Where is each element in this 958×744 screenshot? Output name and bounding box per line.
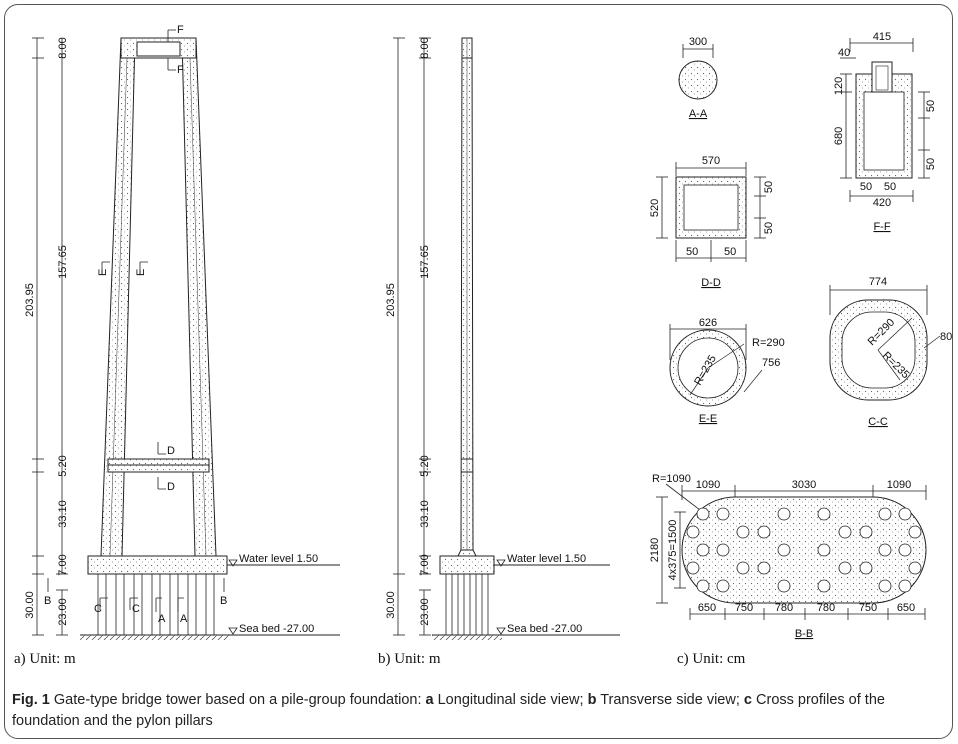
height-8: 8.00	[57, 37, 69, 58]
sec-c2: C	[132, 603, 140, 615]
aa-dia: 300	[689, 36, 707, 48]
bb-sp-1: 750	[735, 602, 753, 614]
ee-title: E-E	[699, 413, 717, 425]
sec-a1: A	[158, 613, 166, 625]
dd-b1: 50	[686, 246, 698, 258]
view-b: 203.95 8.00 157.65 5.20 33.10 7.00 30.00…	[378, 37, 620, 667]
water-level-icon	[228, 559, 238, 567]
sea-bed-a: Sea bed -27.00	[239, 623, 314, 635]
b-height-157: 157.65	[419, 245, 431, 279]
dd-h: 520	[649, 199, 661, 217]
sec-d1: D	[167, 445, 175, 457]
bb-w1: 1090	[696, 479, 720, 491]
height-157: 157.65	[57, 245, 69, 279]
ff-w-bot: 420	[873, 197, 891, 209]
sec-b2: B	[220, 595, 227, 607]
cc-title: C-C	[868, 416, 888, 428]
view-a-label: a) Unit: m	[14, 651, 76, 667]
sec-d2: D	[167, 481, 175, 493]
sec-f2: F	[177, 64, 184, 76]
view-b-label: b) Unit: m	[378, 651, 441, 667]
caption-fig: Fig. 1	[12, 692, 50, 708]
sec-f1: F	[177, 24, 184, 36]
water-level-b-icon	[496, 559, 506, 567]
cc-w: 774	[869, 276, 887, 288]
height-23: 23.00	[57, 598, 69, 626]
sec-a2: A	[180, 613, 188, 625]
sec-e1: E	[97, 269, 109, 276]
bb-sp-5: 650	[897, 602, 915, 614]
section-ff: 415 40 120 680 50 50 50 50 420 F-F	[833, 31, 937, 233]
sea-bed-b-icon	[496, 627, 506, 635]
ff-h-top: 120	[833, 77, 845, 95]
sec-c1: C	[94, 603, 102, 615]
height-30: 30.00	[24, 591, 36, 619]
section-ee: 626 R=290 R=235 756 E-E	[669, 317, 785, 425]
dd-t2: 50	[763, 222, 775, 234]
caption-c: c	[743, 692, 752, 708]
figure-caption: Fig. 1 Gate-type bridge tower based on a…	[12, 690, 942, 732]
bb-w3: 1090	[887, 479, 911, 491]
sea-bed-icon	[228, 627, 238, 635]
bb-sp-2: 780	[775, 602, 793, 614]
view-a: 8.00 157.65 5.20 33.10 7.00 203.95 30.00…	[14, 24, 340, 667]
ff-b1: 50	[860, 181, 872, 193]
b-height-5: 5.20	[419, 455, 431, 476]
section-bb: R=1090 1090 3030 1090 2180 4x375=1500 65…	[649, 473, 927, 640]
height-33: 33.10	[57, 500, 69, 528]
section-aa: 300 A-A	[678, 36, 718, 120]
caption-a: a	[425, 692, 434, 708]
bb-title: B-B	[795, 628, 813, 640]
ff-title: F-F	[873, 221, 890, 233]
b-height-7: 7.00	[419, 554, 431, 575]
dd-b2: 50	[724, 246, 736, 258]
section-dd: 570 520 50 50 50 50 D-D	[649, 155, 775, 289]
dd-title: D-D	[701, 277, 721, 289]
caption-b: b	[587, 692, 597, 708]
aa-title: A-A	[689, 108, 708, 120]
view-c-label: c) Unit: cm	[677, 651, 746, 667]
ff-t1: 50	[925, 100, 937, 112]
bb-sp-3: 780	[817, 602, 835, 614]
water-level-b: Water level 1.50	[507, 553, 586, 565]
ee-w: 626	[699, 317, 717, 329]
ff-w-top: 415	[873, 31, 891, 43]
ff-t2: 50	[925, 158, 937, 170]
caption-pre: Gate-type bridge tower based on a pile-g…	[49, 692, 426, 708]
ee-ro: R=290	[752, 337, 785, 349]
b-height-23: 23.00	[419, 598, 431, 626]
b-height-33: 33.10	[419, 500, 431, 528]
caption-b-text: Transverse side view;	[596, 692, 744, 708]
caption-a-text: Longitudinal side view;	[433, 692, 588, 708]
height-5: 5.20	[57, 455, 69, 476]
dd-t1: 50	[763, 181, 775, 193]
section-cc: 774 R=290 R=235 80 C-C	[829, 276, 952, 428]
b-height-8: 8.00	[419, 37, 431, 58]
water-level-a: Water level 1.50	[239, 553, 318, 565]
bb-sp-4: 750	[859, 602, 877, 614]
sec-e2: E	[135, 269, 147, 276]
bb-r: R=1090	[652, 473, 691, 485]
bb-sp-0: 650	[698, 602, 716, 614]
caption-c-text: Cross profiles of the foundation and the…	[12, 692, 885, 729]
sea-bed-b: Sea bed -27.00	[507, 623, 582, 635]
b-height-total: 203.95	[385, 283, 397, 317]
b-height-30: 30.00	[385, 591, 397, 619]
view-c: 300 A-A 415 40 120 680 50	[649, 31, 952, 667]
ee-d: 756	[762, 357, 780, 369]
bb-h: 2180	[649, 538, 661, 562]
height-total: 203.95	[24, 283, 36, 317]
height-7: 7.00	[57, 554, 69, 575]
dd-w: 570	[702, 155, 720, 167]
ff-h-main: 680	[833, 127, 845, 145]
bb-hs: 4x375=1500	[667, 520, 679, 581]
ff-w-left: 40	[838, 47, 850, 59]
cc-d: 80	[940, 331, 952, 343]
ff-b2: 50	[884, 181, 896, 193]
figure-frame	[4, 4, 953, 739]
bb-w2: 3030	[792, 479, 816, 491]
sec-b1: B	[44, 595, 51, 607]
